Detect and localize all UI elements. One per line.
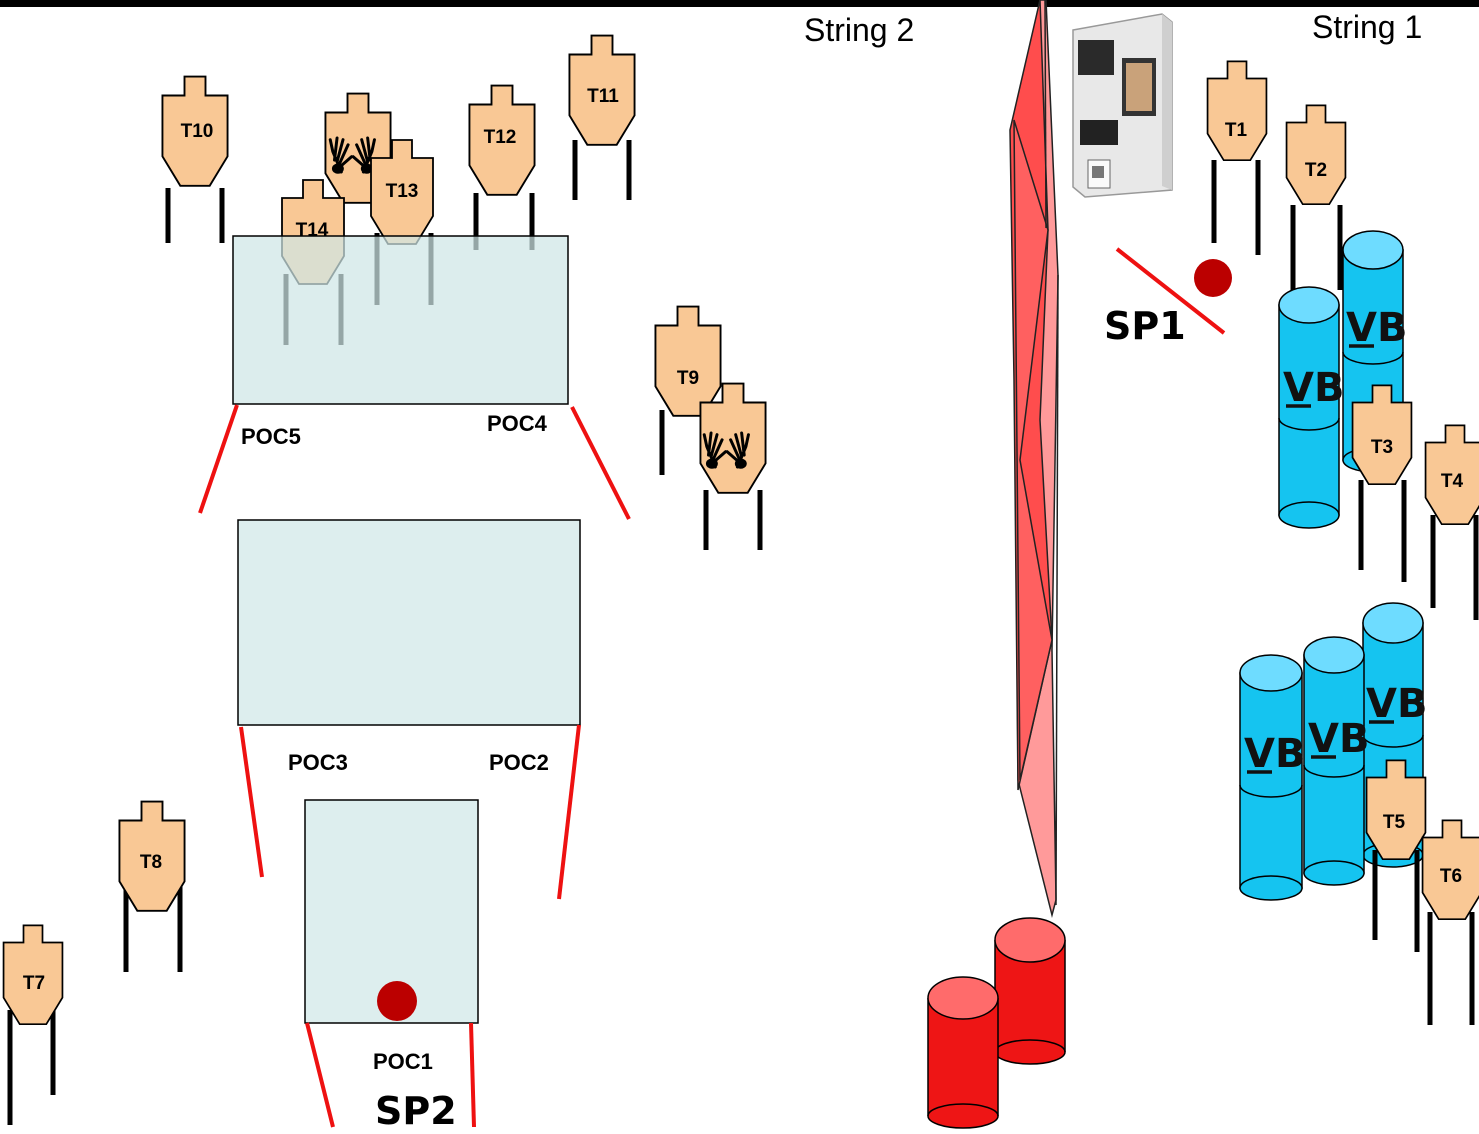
sp1-start-position-dot-icon [1194,259,1232,297]
sp1-fault-line [1115,247,1226,335]
poc4-label: POC4 [487,411,548,436]
kiosk-machine-icon [1072,13,1173,198]
cover-box-1 [232,235,569,405]
vision-barrier-wall [1009,0,1059,918]
target-t2-label: T2 [1305,160,1327,181]
poc3-label: POC3 [288,750,348,775]
barrel-icon: VB [1303,636,1369,886]
sp1-label: SP1 [1104,304,1186,348]
target-t12: T12 [468,84,536,250]
target-t1: T1 [1206,60,1268,255]
string-2-label: String 2 [804,12,914,48]
target-t7-label: T7 [23,973,45,994]
target-t10-label: T10 [181,121,214,142]
cover-box-2 [237,519,581,726]
target-t5-label: T5 [1383,812,1406,833]
target-t3: T3 [1351,384,1413,582]
poc2-label: POC2 [489,750,549,775]
target-t4: T4 [1424,424,1479,620]
target-t11: T11 [568,34,636,200]
target-t10: T10 [161,75,229,243]
target-t2: T2 [1285,104,1347,290]
target-t4-label: T4 [1441,471,1464,492]
poc1-label: POC1 [373,1049,433,1074]
sp2-start-position-dot-icon [377,981,417,1021]
target-t1-label: T1 [1225,120,1248,141]
target-t9-label: T9 [677,368,699,389]
top-border-bar [0,0,1479,7]
target-t12-label: T12 [484,127,517,148]
target-t5: T5 [1365,759,1427,952]
barrel-label: VB [1346,305,1407,351]
sp2-label: SP2 [375,1089,457,1129]
barrel-label: VB [1366,681,1427,727]
no-shoot-target-right [699,382,767,550]
target-t8: T8 [118,800,186,972]
poc5-label: POC5 [241,424,301,449]
barrel-label: VB [1283,365,1344,411]
string-1-label: String 1 [1312,9,1422,45]
target-t7: T7 [2,924,64,1125]
target-t13-label: T13 [386,181,419,202]
barrel-label: VB [1244,731,1305,777]
barrel-icon: VB [1239,654,1305,901]
target-t3-label: T3 [1371,437,1393,458]
barrel-label: VB [1308,716,1369,762]
target-t11-label: T11 [587,86,619,107]
target-t6: T6 [1421,819,1479,1025]
target-t8-label: T8 [140,852,162,873]
red-barrel-back [994,917,1066,1065]
red-barrel-front [927,976,999,1129]
fault-lines [198,404,631,1128]
barrel-icon: VB [1278,286,1344,529]
target-t6-label: T6 [1440,866,1462,887]
